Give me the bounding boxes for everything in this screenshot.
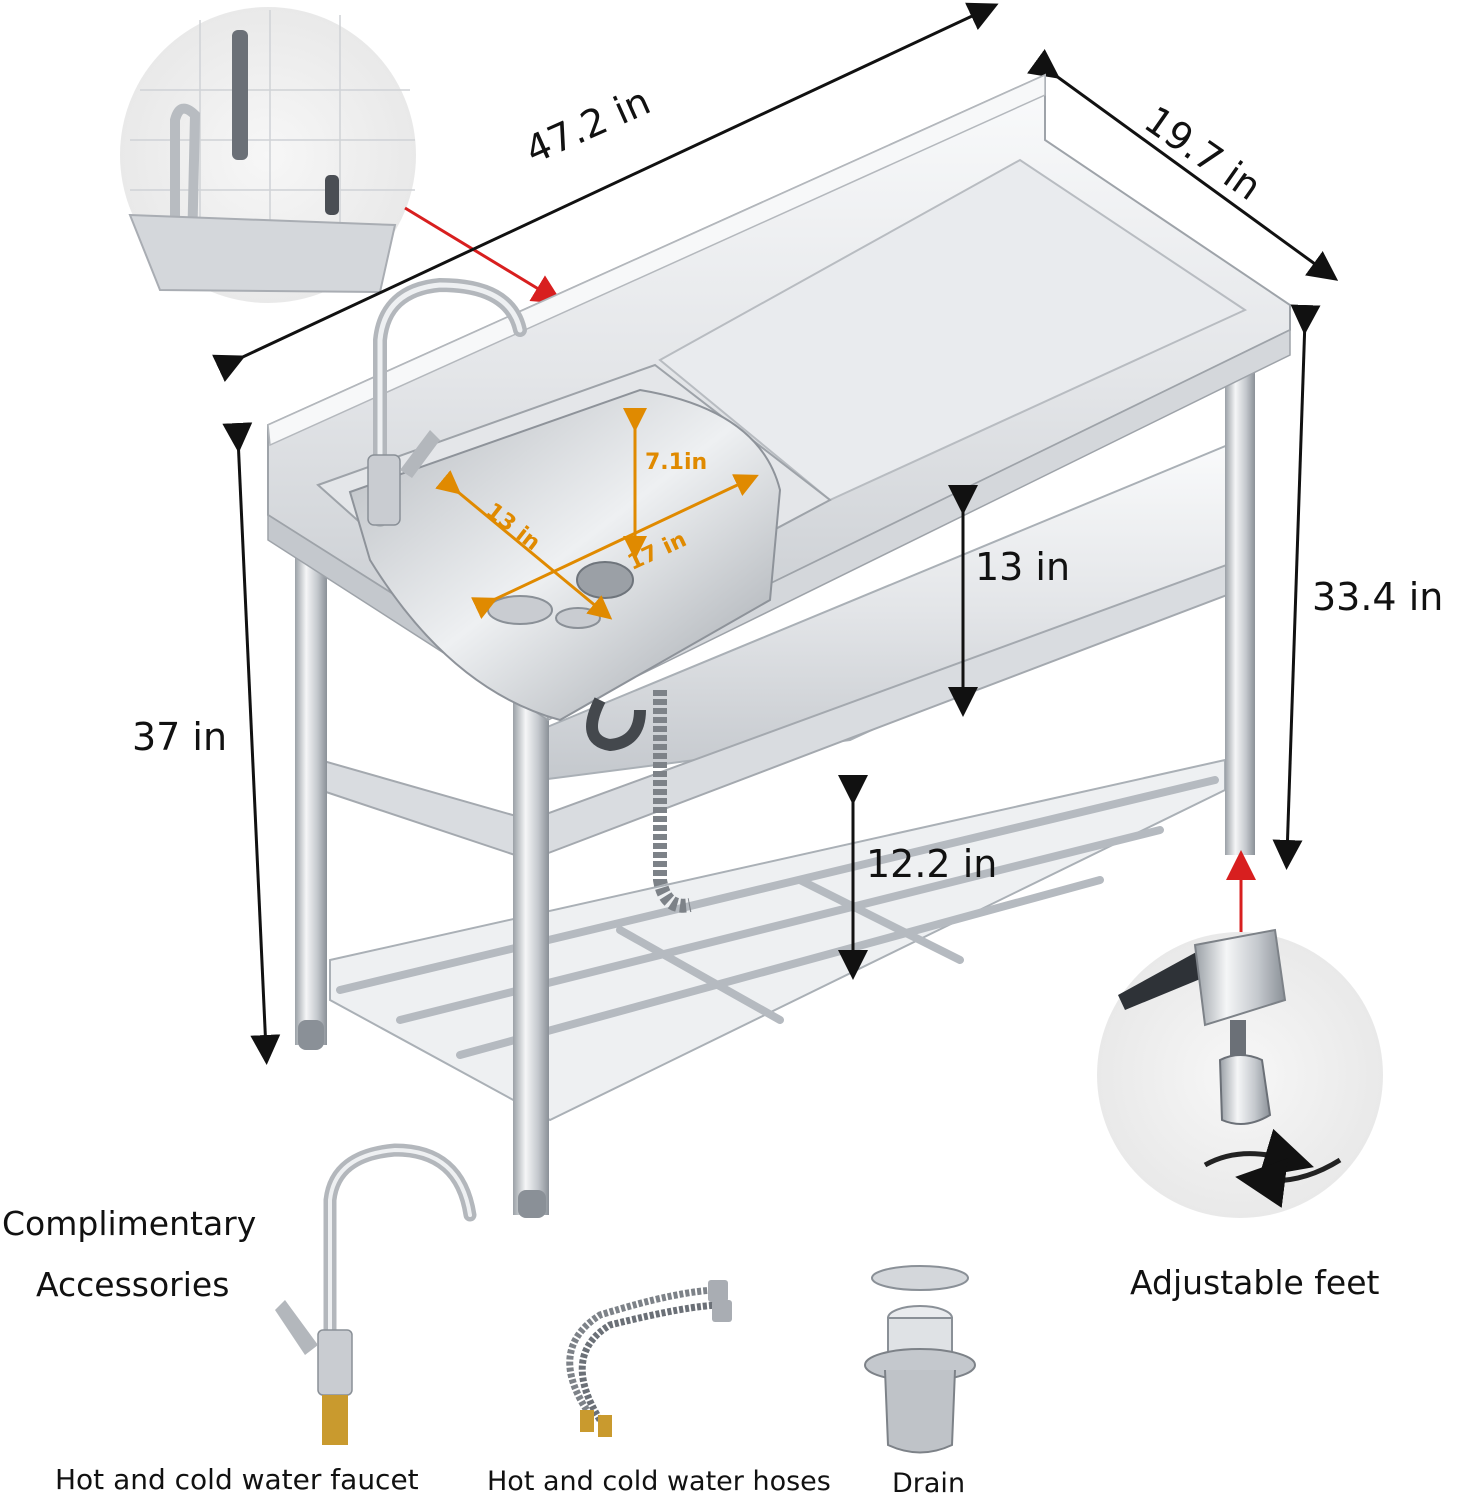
under-sink-clearance-label: 13 in [975, 545, 1071, 589]
drain-caption: Drain [892, 1468, 966, 1499]
backsplash-detail-inset [120, 7, 416, 303]
rotate-arrow-icon [1203, 1128, 1314, 1177]
basin-length-arrow [471, 474, 759, 619]
accessory-faucet-icon [275, 1143, 477, 1445]
adjustable-foot-inset [1097, 928, 1383, 1218]
lower-shelf-gap-label: 12.2 in [866, 842, 998, 886]
accessories-heading-line2: Accessories [36, 1265, 230, 1304]
accessory-drain-icon [864, 1265, 976, 1454]
hoses-caption: Hot and cold water hoses [487, 1466, 831, 1497]
knife-icon [232, 30, 248, 160]
accessories-heading-line1: Complimentary [2, 1204, 257, 1243]
depth-dimension-arrow [1027, 49, 1339, 281]
basin-depth-label: 7.1in [645, 450, 708, 475]
length-dimension-arrow [212, 2, 999, 382]
faucet-caption: Hot and cold water faucet [55, 1463, 419, 1496]
total-height-arrow [222, 422, 281, 1065]
leg-height-label: 33.4 in [1312, 575, 1444, 619]
accessory-hoses-icon [566, 1280, 732, 1437]
leg-height-arrow [1272, 304, 1321, 870]
total-height-label: 37 in [132, 715, 228, 759]
adjustable-feet-caption: Adjustable feet [1130, 1263, 1380, 1302]
faucet-icon [367, 277, 527, 527]
